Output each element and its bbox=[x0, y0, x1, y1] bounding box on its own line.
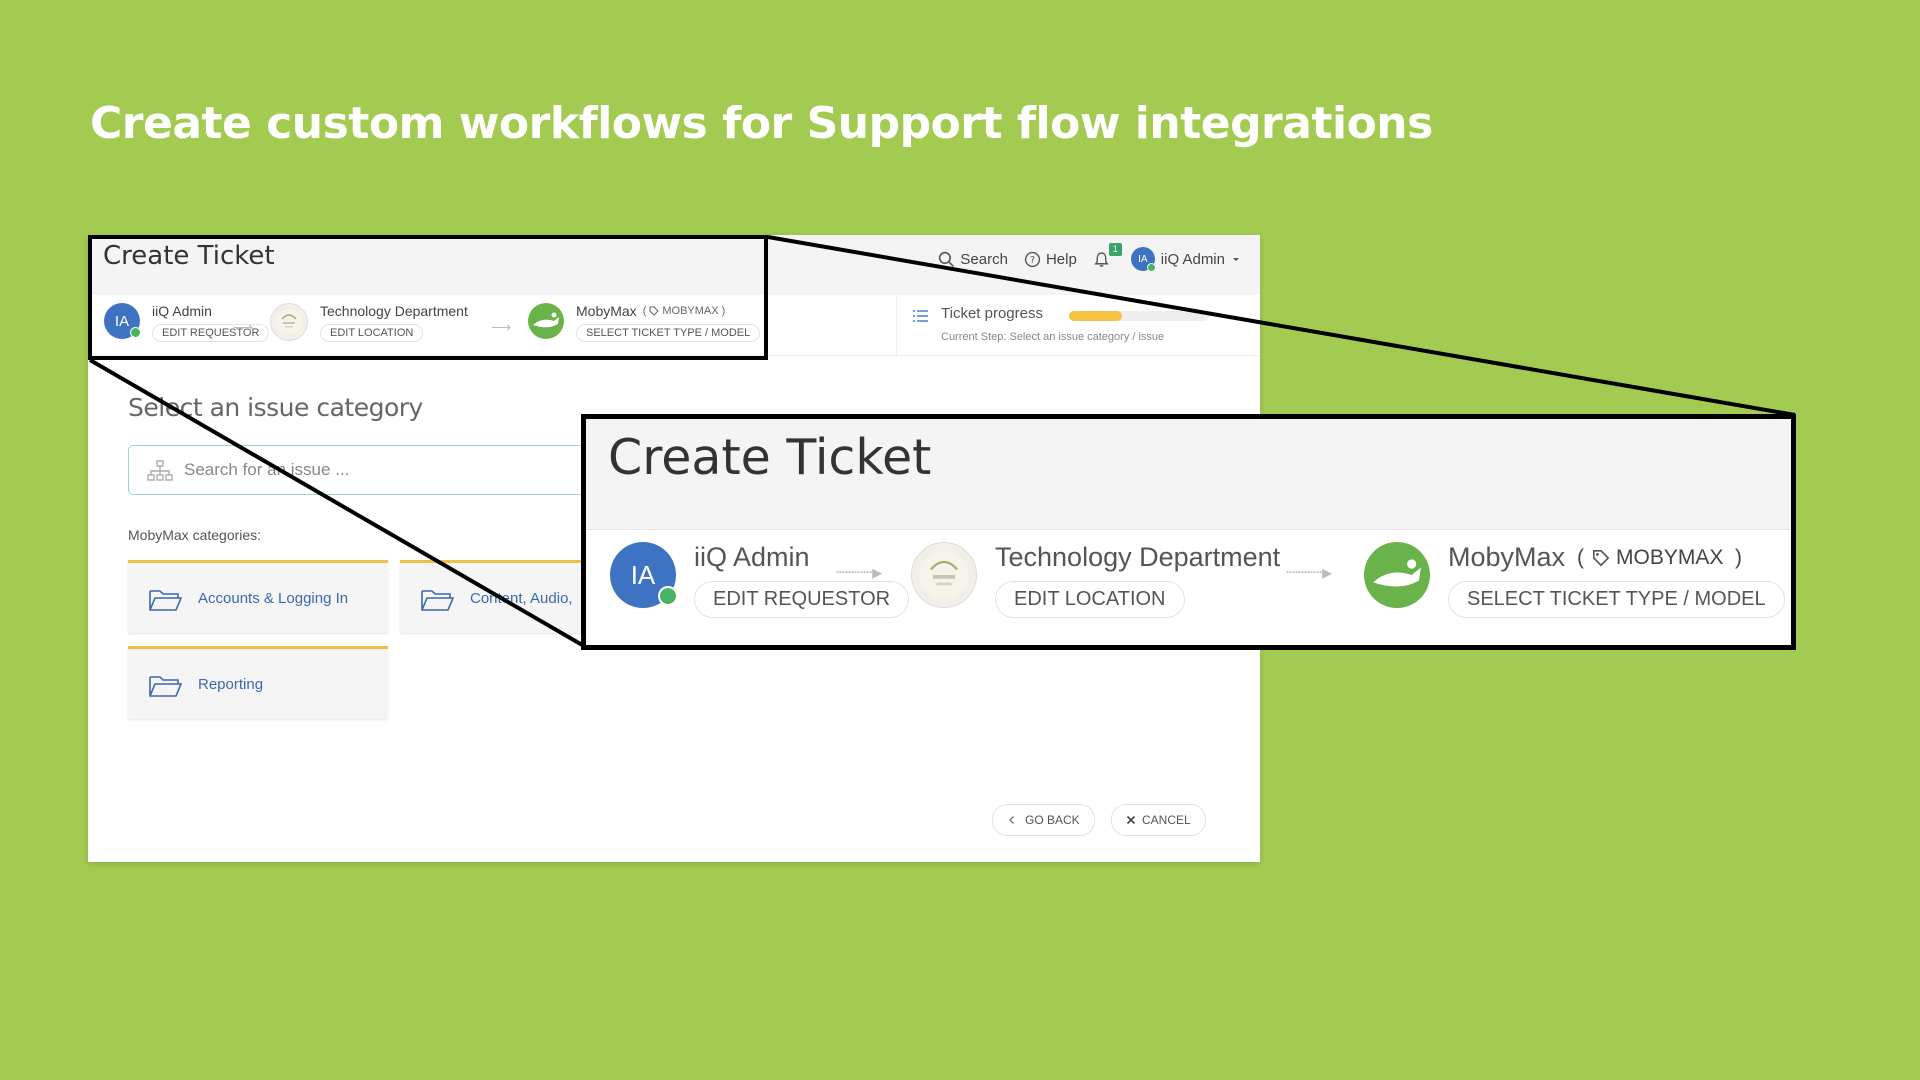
ticket-progress: Ticket progress Current Step: Select an … bbox=[896, 295, 1261, 355]
top-bar: Create Ticket Search ? Help 1 IA iiQ Adm… bbox=[88, 235, 1260, 296]
list-icon bbox=[913, 310, 928, 322]
location-logo-icon bbox=[919, 550, 969, 600]
cancel-button[interactable]: CANCEL bbox=[1111, 804, 1206, 836]
folder-icon bbox=[149, 676, 182, 697]
online-status-dot bbox=[130, 327, 141, 338]
bell-icon bbox=[1094, 251, 1109, 267]
integration-name: MobyMax ( MOBYMAX ) bbox=[576, 303, 760, 319]
notifications-button[interactable]: 1 bbox=[1093, 242, 1122, 268]
integration-tag-code: MOBYMAX bbox=[662, 305, 719, 317]
category-label: Reporting bbox=[198, 676, 264, 693]
online-status-dot bbox=[1146, 263, 1156, 272]
mobymax-whale-icon bbox=[533, 312, 559, 328]
user-name: iiQ Admin bbox=[1160, 250, 1225, 268]
integration-tag: ( MOBYMAX ) bbox=[1577, 545, 1743, 569]
mobymax-logo bbox=[528, 303, 564, 339]
tag-icon bbox=[1593, 549, 1610, 566]
mobymax-logo bbox=[1364, 542, 1430, 608]
edit-requestor-button[interactable]: EDIT REQUESTOR bbox=[152, 324, 270, 342]
step-arrow-icon: ┈┈┈▸ bbox=[836, 562, 883, 584]
current-step-text: Current Step: Select an issue category /… bbox=[941, 331, 1165, 343]
step-arrow-icon: ┈┈┈▸ bbox=[1286, 562, 1333, 584]
location-name: Technology Department bbox=[995, 542, 1281, 572]
slide-title: Create custom workflows for Support flow… bbox=[90, 98, 1433, 149]
svg-text:?: ? bbox=[1030, 255, 1035, 266]
top-nav: Search ? Help 1 IA iiQ Admin bbox=[922, 242, 1246, 272]
integration-label: MobyMax bbox=[576, 303, 637, 319]
zoom-header: Create Ticket bbox=[586, 419, 1791, 530]
zoom-callout: Create Ticket IA iiQ Admin EDIT REQUESTO… bbox=[581, 414, 1796, 650]
step-arrow-icon: ⟶ bbox=[233, 319, 254, 335]
notification-badge: 1 bbox=[1108, 242, 1122, 256]
hierarchy-icon bbox=[147, 460, 173, 481]
progress-bar bbox=[1069, 311, 1209, 321]
edit-requestor-button[interactable]: EDIT REQUESTOR bbox=[694, 581, 910, 618]
zoom-step-requestor: IA iiQ Admin EDIT REQUESTOR bbox=[610, 542, 910, 618]
progress-fill bbox=[1069, 311, 1123, 321]
step-location: Technology Department EDIT LOCATION bbox=[270, 303, 468, 342]
zoom-steps-bar: IA iiQ Admin EDIT REQUESTOR ┈┈┈▸ Technol… bbox=[586, 530, 1791, 642]
progress-label: Ticket progress bbox=[941, 305, 1043, 322]
location-logo-icon bbox=[276, 309, 302, 335]
help-icon: ? bbox=[1024, 251, 1041, 267]
edit-location-button[interactable]: EDIT LOCATION bbox=[995, 581, 1185, 618]
step-arrow-icon: ⟶ bbox=[491, 319, 512, 335]
integration-label: MobyMax bbox=[1448, 542, 1566, 572]
requestor-avatar: IA bbox=[104, 303, 141, 339]
search-icon bbox=[939, 251, 955, 267]
help-link[interactable]: ? Help bbox=[1024, 251, 1077, 268]
page-title: Create Ticket bbox=[103, 241, 275, 271]
category-label: Accounts & Logging In bbox=[198, 590, 349, 607]
location-avatar bbox=[270, 303, 308, 341]
location-avatar bbox=[911, 542, 977, 608]
tag-icon bbox=[649, 306, 660, 316]
folder-icon bbox=[149, 590, 182, 611]
avatar: IA bbox=[1130, 247, 1156, 272]
integration-name: MobyMax ( MOBYMAX ) bbox=[1448, 542, 1785, 573]
select-ticket-type-button[interactable]: SELECT TICKET TYPE / MODEL bbox=[576, 324, 761, 342]
caret-down-icon bbox=[1233, 258, 1239, 261]
select-ticket-type-button[interactable]: SELECT TICKET TYPE / MODEL bbox=[1448, 581, 1785, 618]
chevron-left-icon bbox=[1009, 816, 1014, 824]
go-back-button[interactable]: GO BACK bbox=[992, 804, 1095, 836]
step-ticket-type: MobyMax ( MOBYMAX ) SELECT TICKET TYPE /… bbox=[528, 303, 761, 342]
online-status-dot bbox=[658, 586, 678, 606]
location-name: Technology Department bbox=[320, 303, 468, 319]
search-label: Search bbox=[960, 250, 1008, 268]
requestor-name: iiQ Admin bbox=[152, 303, 212, 319]
help-label: Help bbox=[1045, 250, 1077, 268]
ticket-steps-bar: IA iiQ Admin EDIT REQUESTOR ⟶ Technology… bbox=[88, 295, 1260, 356]
edit-location-button[interactable]: EDIT LOCATION bbox=[320, 324, 424, 342]
category-card[interactable]: Accounts & Logging In bbox=[128, 560, 388, 633]
integration-tag-code: MOBYMAX bbox=[1616, 545, 1724, 569]
integration-tag: ( MOBYMAX ) bbox=[642, 305, 726, 317]
zoom-step-location: Technology Department EDIT LOCATION bbox=[911, 542, 1280, 618]
go-back-label: GO BACK bbox=[1025, 813, 1080, 827]
zoom-title: Create Ticket bbox=[608, 429, 932, 486]
categories-label: MobyMax categories: bbox=[128, 527, 262, 543]
close-icon bbox=[1126, 815, 1136, 825]
requestor-avatar: IA bbox=[610, 542, 678, 608]
cancel-label: CANCEL bbox=[1142, 813, 1191, 827]
mobymax-whale-icon bbox=[1373, 559, 1421, 587]
user-menu[interactable]: IA iiQ Admin bbox=[1130, 247, 1246, 272]
requestor-name: iiQ Admin bbox=[694, 542, 810, 572]
folder-icon bbox=[421, 590, 454, 611]
issue-category-heading: Select an issue category bbox=[128, 393, 423, 422]
category-card[interactable]: Reporting bbox=[128, 646, 388, 719]
zoom-step-ticket-type: MobyMax ( MOBYMAX ) SELECT TICKET TYPE /… bbox=[1364, 542, 1785, 618]
highlight-frame bbox=[88, 235, 768, 360]
step-requestor: IA iiQ Admin EDIT REQUESTOR bbox=[104, 303, 270, 342]
search-link[interactable]: Search bbox=[938, 251, 1008, 268]
search-placeholder: Search for an issue ... bbox=[184, 460, 350, 479]
